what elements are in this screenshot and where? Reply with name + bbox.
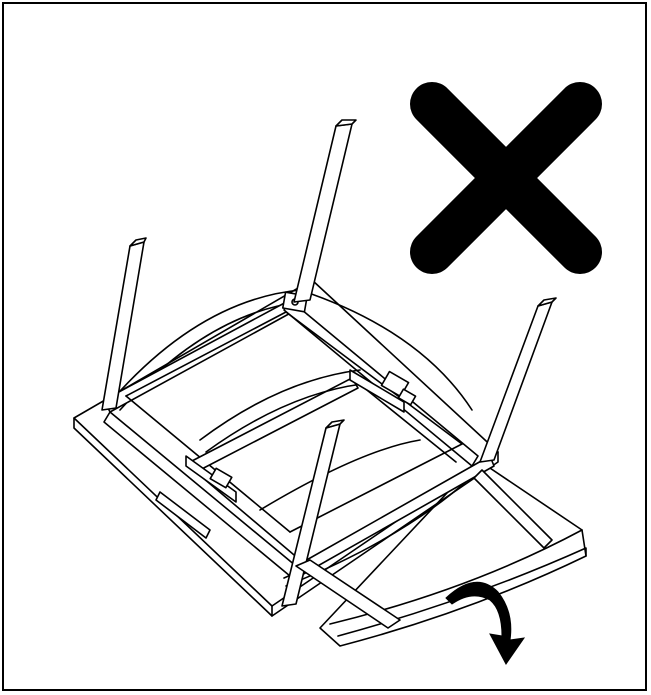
table-legs bbox=[101, 119, 557, 629]
apron-frame bbox=[103, 291, 495, 577]
curved-arrow-icon bbox=[445, 581, 526, 665]
x-mark-icon bbox=[410, 82, 602, 274]
